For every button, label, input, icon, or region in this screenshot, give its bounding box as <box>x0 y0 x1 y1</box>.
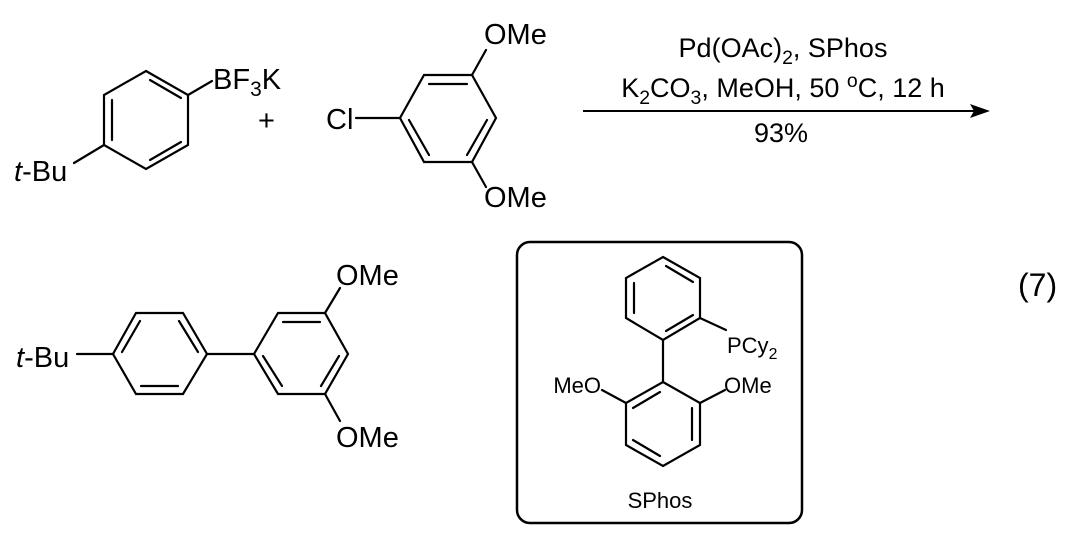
c-o-bond-right <box>698 388 727 405</box>
methoxy-left-label: MeO <box>553 373 601 398</box>
sphos-ligand-box: PCy2 OMe MeO SPhos <box>515 240 804 525</box>
tbu-label: t-Bu <box>14 156 67 188</box>
c-p-bond <box>698 316 728 332</box>
boron-group-label: BF3K <box>213 64 282 101</box>
ligand-frame <box>515 240 804 525</box>
methoxy-bottom-label: OMe <box>336 422 399 454</box>
c-o-bond-bottom <box>470 160 488 189</box>
chloro-label: Cl <box>326 104 353 136</box>
c-o-bond-top <box>470 48 488 77</box>
benzene-ring-1 <box>111 311 209 396</box>
reactant-chloroarene: Cl OMe OMe <box>326 19 547 214</box>
benzene-ring <box>102 69 190 171</box>
upper-phenyl-ring <box>624 255 702 342</box>
methoxy-top-label: OMe <box>336 260 399 292</box>
plus-sign: + <box>258 105 275 137</box>
reactant-aryltrifluoroborate: BF3K t-Bu <box>14 64 282 188</box>
reaction-arrow: Pd(OAc)2, SPhos K2CO3, MeOH, 50 oC, 12 h… <box>583 33 990 148</box>
benzene-ring-2 <box>252 311 350 396</box>
conditions-base-solvent: K2CO3, MeOH, 50 oC, 12 h <box>621 70 945 109</box>
equation-number: (7) <box>1018 267 1057 303</box>
yield-label: 93% <box>754 118 808 148</box>
tbu-label: t-Bu <box>16 342 69 374</box>
c-o-bond-left <box>600 388 628 405</box>
benzene-ring <box>398 73 498 164</box>
ligand-name-label: SPhos <box>628 488 693 513</box>
lower-dimethoxyphenyl-ring <box>624 380 702 468</box>
c-o-bond-bottom <box>323 392 342 423</box>
pcy2-label: PCy2 <box>727 333 777 363</box>
methoxy-bottom-label: OMe <box>484 182 547 214</box>
c-tbu-bond <box>72 143 106 165</box>
product-biaryl: t-Bu OMe OMe <box>16 260 399 454</box>
methoxy-top-label: OMe <box>484 19 547 51</box>
arrow-head <box>970 104 990 118</box>
conditions-catalyst: Pd(OAc)2, SPhos <box>679 33 888 69</box>
c-o-bond-top <box>323 286 342 315</box>
c-b-bond <box>186 79 214 97</box>
methoxy-right-label: OMe <box>724 373 772 398</box>
